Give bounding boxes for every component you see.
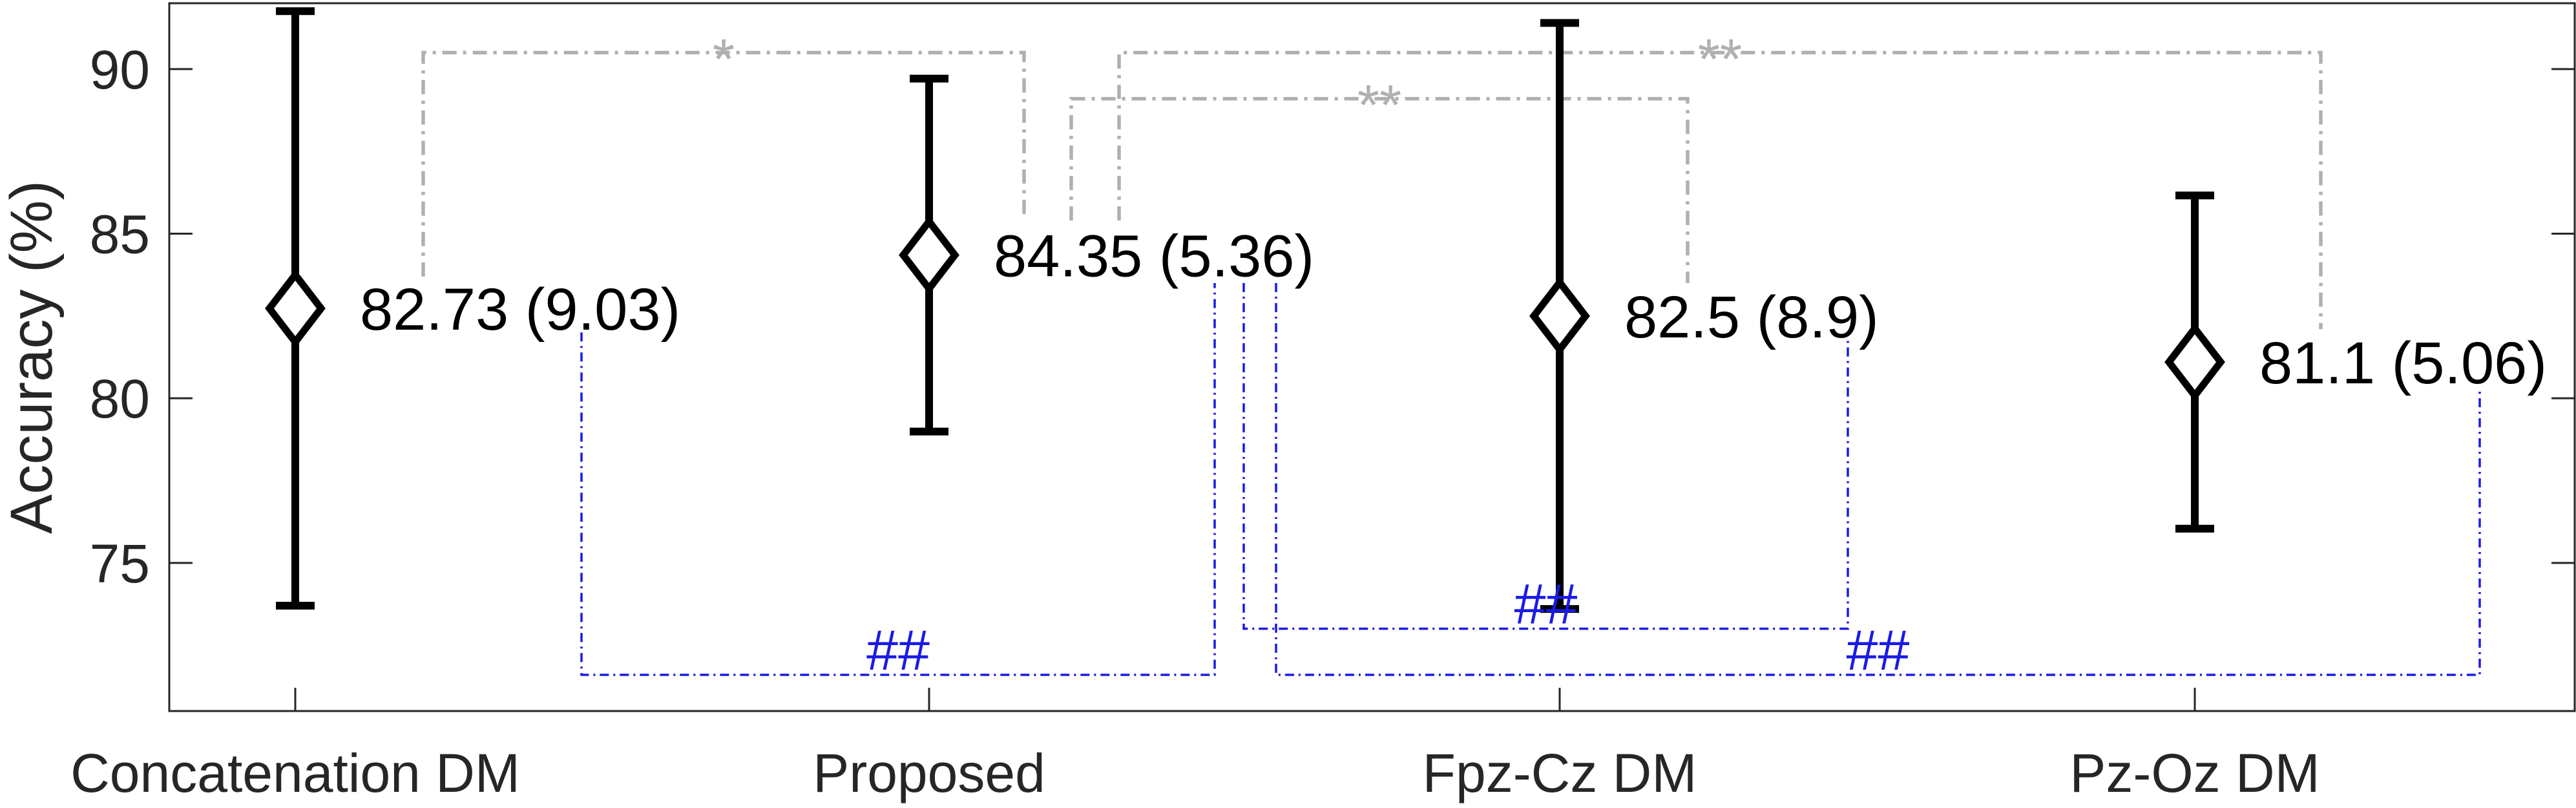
x-tick-label: Pz-Oz DM xyxy=(2069,743,2319,803)
y-tick-label: 85 xyxy=(90,204,150,265)
x-tick-label: Fpz-Cz DM xyxy=(1423,743,1697,803)
mean-diamond-marker xyxy=(1529,276,1590,356)
significance-bracket-blue xyxy=(1275,282,2481,676)
y-tick-label: 80 xyxy=(90,368,150,429)
y-axis-label: Accuracy (%) xyxy=(0,180,65,534)
mean-diamond-marker xyxy=(265,269,326,348)
x-tick-label: Proposed xyxy=(813,743,1045,803)
y-tick-label: 90 xyxy=(90,39,150,100)
significance-bracket-grey xyxy=(421,50,1026,277)
y-tick-label: 75 xyxy=(90,533,150,594)
significance-symbol-hash: ## xyxy=(1514,572,1578,636)
significance-symbol-star: * xyxy=(713,27,735,90)
mean-std-label: 82.73 (9.03) xyxy=(360,277,680,343)
significance-symbol-hash: ## xyxy=(866,618,930,682)
data-marks xyxy=(265,7,2225,613)
significance-brackets xyxy=(421,50,2481,676)
mean-diamond-marker xyxy=(899,215,959,295)
mean-std-label: 84.35 (5.36) xyxy=(994,224,1314,290)
mean-std-label: 81.1 (5.06) xyxy=(2259,330,2547,396)
significance-symbol-star: ** xyxy=(1357,73,1402,137)
axes-box xyxy=(168,2,2576,712)
significance-bracket-grey xyxy=(1069,96,1690,283)
mean-std-label: 82.5 (8.9) xyxy=(1624,284,1879,350)
mean-diamond-marker xyxy=(2164,323,2225,402)
x-tick-label: Concatenation DM xyxy=(70,743,520,803)
significance-bracket-blue xyxy=(1242,282,1849,630)
axes xyxy=(168,2,2576,712)
significance-symbol-star: ** xyxy=(1698,27,1743,90)
significance-symbol-hash: ## xyxy=(1847,618,1910,682)
significance-bracket-grey xyxy=(1117,50,2323,330)
